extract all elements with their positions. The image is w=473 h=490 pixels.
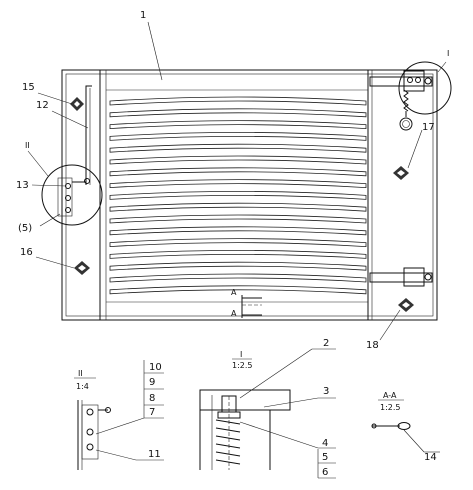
detail-II-view: II 1:4 (74, 369, 111, 470)
detail-II-bracket (81, 404, 99, 460)
callout-2: 2 (323, 338, 329, 349)
callouts-detail-I: 2 3 4 5 6 (239, 338, 336, 479)
callout-10: 10 (149, 362, 162, 373)
louver-blade (109, 273, 367, 283)
linkage-hook (85, 85, 92, 95)
louver-blade (109, 108, 367, 118)
callout-3: 3 (323, 386, 329, 397)
callout-7: 7 (149, 407, 155, 418)
callout-15: 15 (22, 82, 35, 93)
detail-II-tag: II (25, 141, 30, 150)
outer-frame (61, 69, 438, 321)
louver-blade (109, 226, 367, 236)
callout-13: 13 (16, 180, 29, 191)
detail-I-tag: I (447, 49, 449, 58)
detail-I-spring (215, 419, 241, 465)
louver-blade (109, 179, 367, 189)
spring-latch (399, 89, 413, 131)
section-ring (397, 422, 411, 430)
nameplate-18 (398, 298, 414, 312)
detail-I-plate (199, 389, 291, 411)
detail-II-title: II (78, 369, 83, 378)
louver-blade (109, 96, 367, 106)
callout-1: 1 (140, 10, 146, 21)
detail-II-hardware (57, 177, 90, 217)
callout-8: 8 (149, 393, 155, 404)
callout-6: 6 (322, 467, 328, 478)
section-mark-top: A (231, 288, 237, 297)
louver-blade (109, 202, 367, 212)
detail-I-view: I 1:2.5 (199, 350, 291, 470)
hinge-bottom (369, 267, 433, 287)
louver-blades (109, 96, 367, 295)
nameplate-17 (393, 166, 409, 180)
callout-9: 9 (149, 377, 155, 388)
callout-14: 14 (424, 452, 437, 463)
callout-16: 16 (20, 247, 33, 258)
nameplate-16 (74, 261, 90, 275)
section-mark-bottom: A (231, 309, 237, 318)
louver-blade (109, 261, 367, 271)
callout-11: 11 (148, 449, 161, 460)
callout-4: 4 (322, 438, 328, 449)
detail-I-scale: 1:2.5 (232, 361, 253, 370)
louver-blade (109, 285, 367, 295)
detail-5: (5) (18, 223, 32, 234)
main-view: A A (41, 61, 452, 321)
section-scale: 1:2.5 (380, 403, 401, 412)
louver-blade (109, 143, 367, 153)
callouts-detail-II: 10 9 8 7 11 (95, 360, 164, 461)
detail-circle-II (41, 164, 103, 226)
section-AA-view: A-A 1:2.5 14 (371, 391, 440, 463)
louver-blade (109, 250, 367, 259)
louver-blade (109, 155, 367, 165)
louver-blade (109, 167, 367, 177)
detail-I-title: I (240, 350, 242, 359)
nameplate-15 (70, 97, 84, 111)
callout-17: 17 (422, 122, 435, 133)
louver-blade (109, 191, 367, 200)
louver-blade (109, 132, 367, 141)
section-title: A-A (383, 391, 397, 400)
louver-blade (109, 120, 367, 130)
detail-II-scale: 1:4 (76, 382, 89, 391)
callout-12: 12 (36, 100, 49, 111)
callout-5: 5 (322, 452, 328, 463)
callouts-main: 1 15 12 II 13 (5) 16 I 17 18 (16, 10, 449, 351)
louver-blade (109, 238, 367, 248)
callout-18: 18 (366, 340, 379, 351)
inner-frame (65, 73, 434, 317)
louver-blade (109, 214, 367, 224)
detail-circle-I (398, 61, 452, 115)
